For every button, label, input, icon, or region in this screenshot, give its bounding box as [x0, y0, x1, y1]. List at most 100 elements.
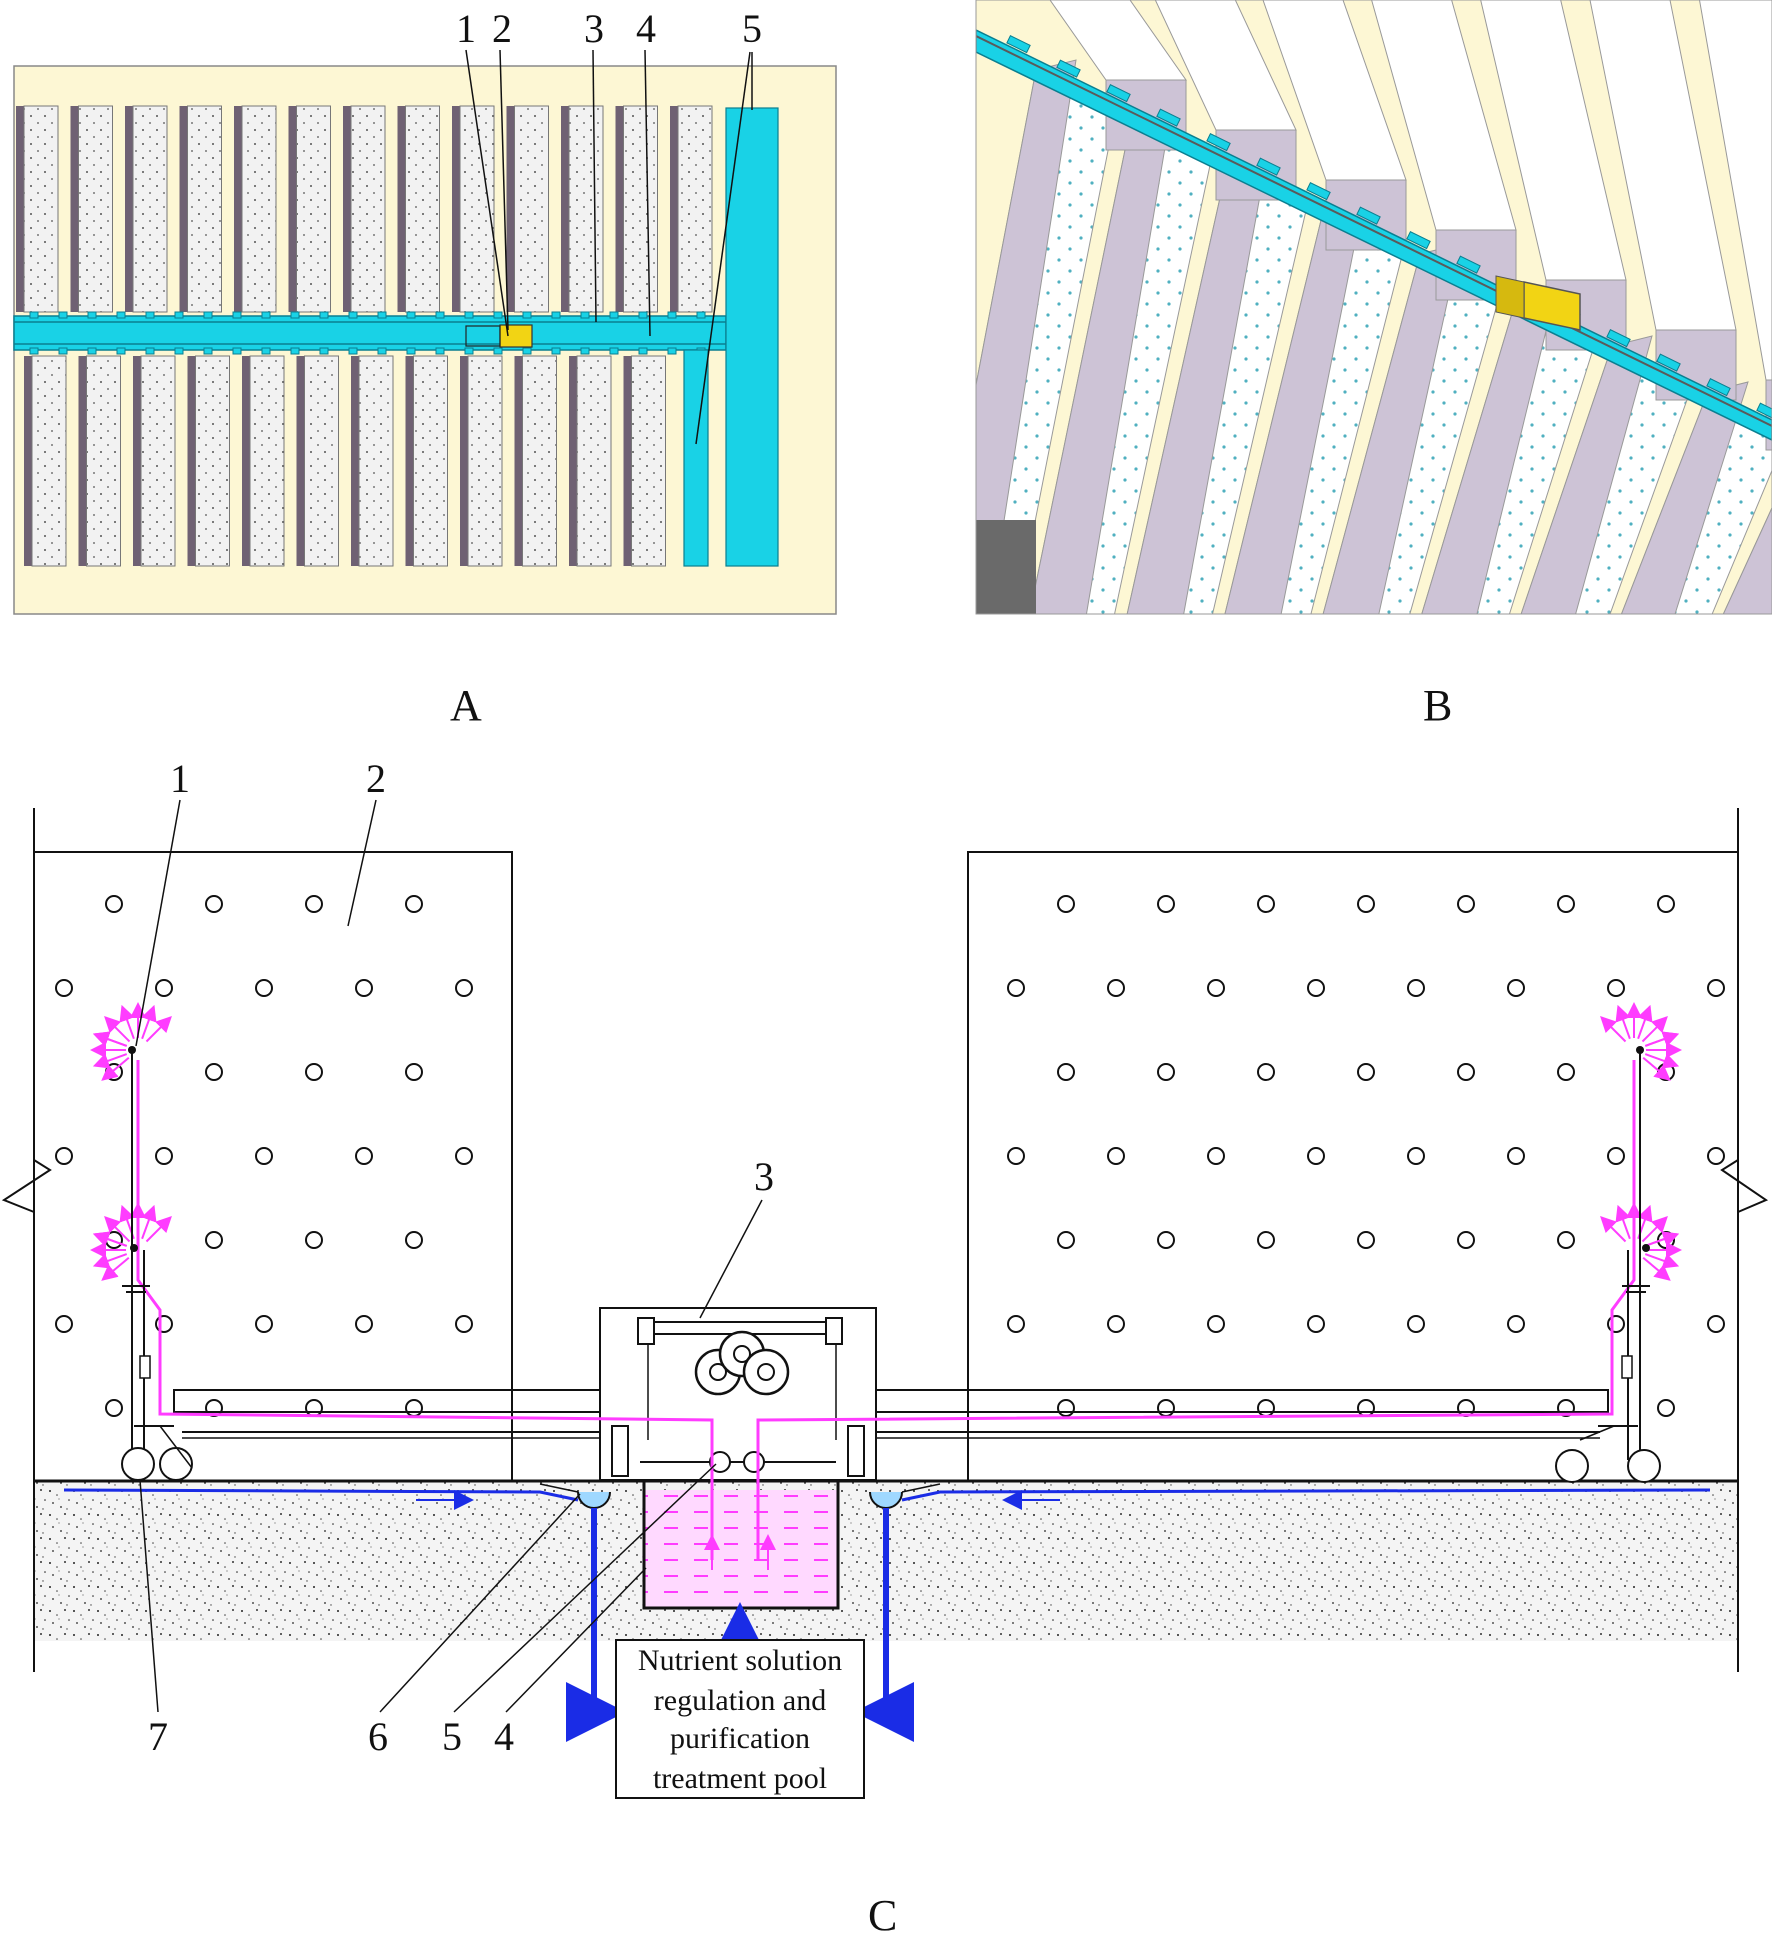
bed-bottom [413, 355, 448, 567]
bed-top [132, 105, 168, 313]
rail-tie [145, 311, 155, 319]
bed-bottom [140, 355, 176, 567]
wheel-icon [1555, 1449, 1589, 1483]
bed-shadow [179, 106, 188, 312]
bed-top [241, 105, 277, 313]
rail-tie [522, 311, 532, 319]
planting-hole [1457, 1063, 1475, 1081]
rail-tie [29, 347, 39, 355]
panel-c-treatment-pool [615, 1639, 865, 1799]
bed-shadow [514, 356, 523, 566]
panel-c-nutrient-line-right [756, 1060, 1636, 1560]
rail-tie [522, 347, 532, 355]
planting-hole [1407, 1315, 1425, 1333]
planting-hole [1257, 895, 1275, 913]
panel-c-nutrient-tank [644, 1490, 838, 1608]
panel-c-pump-left [709, 1451, 731, 1473]
planting-hole [205, 1063, 223, 1081]
planting-hole [55, 1147, 73, 1165]
rail-tie [290, 347, 300, 355]
bed-shadow [351, 356, 359, 566]
planting-hole [305, 1399, 323, 1417]
planting-hole [1357, 1231, 1375, 1249]
planting-hole [1107, 1315, 1125, 1333]
rail-tie [377, 311, 387, 319]
planting-hole [305, 1063, 323, 1081]
rail-tie [319, 311, 329, 319]
panel-a-plan-view: 1 2 3 4 5 A [13, 6, 837, 730]
rail-tie [580, 311, 590, 319]
planting-hole [105, 1399, 123, 1417]
panel-a-rail-ties [29, 311, 706, 355]
planting-hole [1107, 1147, 1125, 1165]
planting-hole [1607, 979, 1625, 997]
planting-hole [1157, 895, 1175, 913]
planting-hole [1207, 1147, 1225, 1165]
bed-shadow [506, 106, 515, 312]
panel-c-drain-right [901, 1488, 1711, 1502]
bed-top [677, 105, 713, 313]
bed-bottom [467, 355, 503, 567]
panel-c-right-bed-holes [1007, 895, 1725, 1417]
rail-tie [348, 311, 358, 319]
bed-side [1520, 335, 1653, 614]
bed-top [568, 105, 604, 313]
pool-label-line-1: Nutrient solution [638, 1644, 842, 1677]
rail-tie [174, 311, 184, 319]
panel-b-rail [976, 35, 1772, 427]
planting-hole [1657, 1399, 1675, 1417]
bed-top [350, 105, 386, 313]
bed-top [405, 105, 440, 313]
planting-hole [1257, 1399, 1275, 1417]
bed-upper-top [1698, 0, 1772, 381]
planting-hole [255, 1147, 273, 1165]
bed-shadow [234, 106, 242, 312]
panel-a-main-channel [13, 315, 727, 351]
rail-tie [406, 311, 416, 319]
planting-hole [1507, 1315, 1525, 1333]
panel-b-viewport [976, 0, 1772, 614]
planting-hole [1557, 1231, 1575, 1249]
rail-tie [667, 347, 677, 355]
bed-shadow [615, 106, 624, 312]
bed-shadow [405, 356, 414, 566]
rail-tie [406, 347, 416, 355]
panel-c-callout-6: 6 [368, 1714, 388, 1759]
bed-shadow [460, 356, 468, 566]
planting-hole [55, 1315, 73, 1333]
planting-hole [355, 1147, 373, 1165]
panel-a-leader-2 [499, 49, 509, 331]
rail-tie [696, 311, 706, 319]
panel-c-section-view: Nutrient solution regulation and purific… [1, 756, 1769, 1937]
rail-tie [203, 311, 213, 319]
planting-hole [305, 895, 323, 913]
bed-top [23, 105, 59, 313]
bed-shadow [296, 356, 305, 566]
planting-hole [1057, 895, 1075, 913]
rail-tie [1456, 255, 1481, 274]
bed-shadow [561, 106, 569, 312]
spray-burst-icon [90, 1002, 172, 1081]
panel-a-collection-channel [725, 107, 779, 567]
bed-top [296, 105, 331, 313]
planting-hole [205, 895, 223, 913]
planting-hole [355, 1315, 373, 1333]
panel-a-label: A [450, 681, 482, 730]
planting-hole [1207, 1315, 1225, 1333]
planting-hole [1557, 1063, 1575, 1081]
planting-hole [1607, 1315, 1625, 1333]
bed-bottom [31, 355, 67, 567]
bed-bottom [522, 355, 557, 567]
planting-hole [1507, 1147, 1525, 1165]
planting-hole [405, 1063, 423, 1081]
bed-side [1722, 506, 1772, 614]
planting-hole [1457, 1231, 1475, 1249]
planting-hole [1407, 979, 1425, 997]
pool-label-line-4: treatment pool [653, 1762, 827, 1795]
rail-tie [435, 347, 445, 355]
wheel-icon [159, 1447, 193, 1481]
planting-hole [1157, 1231, 1175, 1249]
planting-hole [1707, 1147, 1725, 1165]
planting-hole [1507, 979, 1525, 997]
rail-tie [609, 311, 619, 319]
